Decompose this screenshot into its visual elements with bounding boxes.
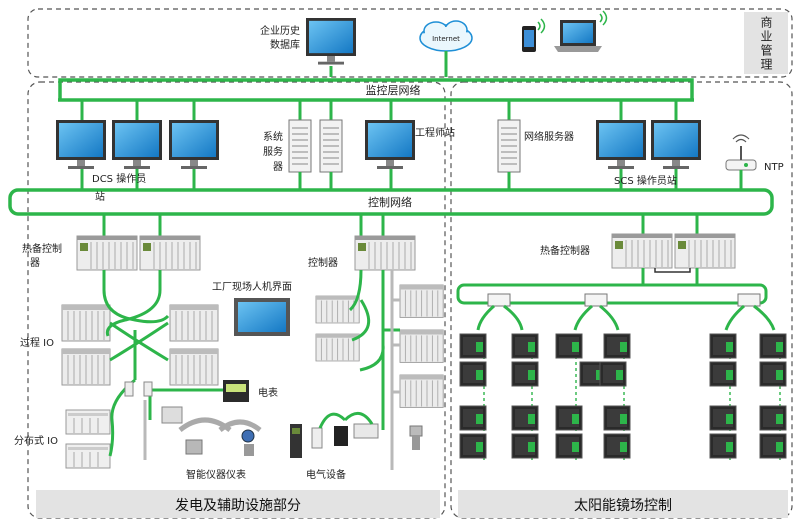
right-bottom-title: 太阳能镜场控制 — [574, 498, 672, 514]
heliostat-tracker — [709, 333, 737, 359]
supervisory-network-bus — [58, 78, 694, 102]
scs-operator-monitor-2 — [651, 120, 701, 169]
history-db-monitor — [306, 18, 356, 65]
heliostat-tracker — [555, 433, 583, 459]
left-field-links — [102, 269, 400, 457]
dcs-station-label-2: 站 — [95, 190, 105, 203]
dcs-operator-monitor-1 — [56, 120, 106, 169]
heliostat-tracker — [603, 433, 631, 459]
controller-label: 控制器 — [308, 256, 338, 269]
system-server-label-3: 器 — [273, 161, 283, 173]
left-field-gray-links — [143, 270, 400, 470]
heliostat-tracker — [459, 361, 487, 387]
controller-unit — [354, 235, 416, 271]
history-db-label-1: 企业历史 — [260, 24, 300, 37]
supervisory-network-label: 监控层网络 — [366, 83, 421, 97]
heliostat-tracker — [759, 361, 787, 387]
heliostat-tracker — [709, 361, 737, 387]
dcs-operator-monitor-2 — [112, 120, 162, 169]
right-bottom-bar — [458, 490, 788, 518]
system-server-label-2: 服务 — [263, 145, 283, 158]
heliostat-tracker — [511, 361, 539, 387]
heliostat-tracker — [759, 333, 787, 359]
network-server-label: 网络服务器 — [524, 130, 574, 143]
right-frame — [450, 81, 793, 519]
scs-operator-monitor-1 — [596, 120, 646, 169]
supervisory-drops — [80, 100, 678, 120]
solar-branch-links — [476, 304, 776, 331]
heliostat-tracker — [459, 405, 487, 431]
heliostat-tracker — [511, 333, 539, 359]
meter-icon — [223, 380, 249, 402]
heliostat-tracker — [709, 433, 737, 459]
heliostat-tracker — [603, 405, 631, 431]
process-io-racks — [61, 304, 219, 386]
heliostat-trackers — [459, 333, 787, 459]
ntp-router-icon — [725, 134, 757, 171]
distributed-io-modules — [65, 409, 111, 469]
heliostat-tracker — [555, 333, 583, 359]
business-frame — [27, 8, 793, 78]
laptop-icon — [554, 10, 608, 52]
internet-cloud-icon — [419, 20, 473, 52]
meter-label: 电表 — [258, 386, 278, 399]
engineering-station-monitor — [365, 120, 415, 169]
electrical-equipment-icons — [290, 423, 423, 458]
system-server-1 — [288, 119, 312, 173]
network-server — [497, 119, 521, 173]
left-bottom-bar — [36, 490, 440, 518]
heliostat-tracker — [459, 433, 487, 459]
heliostat-tracker — [511, 405, 539, 431]
internet-label: Internet — [432, 35, 460, 43]
smart-instruments-label: 智能仪器仪表 — [186, 468, 246, 481]
system-server-2 — [319, 119, 343, 173]
solar-ring-network — [456, 268, 768, 305]
heliostat-tracker — [599, 361, 627, 387]
system-server-label-1: 系统 — [263, 130, 283, 143]
control-drops — [80, 169, 743, 236]
distributed-io-label: 分布式 IO — [14, 434, 58, 447]
engineering-station-label: 工程师站 — [415, 126, 455, 139]
left-bottom-title: 发电及辅助设施部分 — [175, 498, 301, 514]
heliostat-tracker — [709, 405, 737, 431]
business-side-bar — [744, 12, 788, 74]
business-links — [329, 51, 448, 77]
smart-instrument-icons — [161, 406, 262, 456]
electrical-label: 电气设备 — [306, 468, 346, 481]
hotstandby-controller-2 — [139, 235, 201, 271]
heliostat-tracker — [511, 433, 539, 459]
solar-hotstandby-label: 热备控制器 — [540, 244, 590, 257]
dcs-operator-monitor-3 — [169, 120, 219, 169]
ntp-label: NTP — [764, 162, 784, 173]
solar-switches — [487, 293, 761, 307]
smartphone-icon — [522, 18, 546, 52]
small-switches-left — [124, 381, 153, 397]
hmi-label: 工厂现场人机界面 — [212, 280, 292, 293]
heliostat-tracker — [555, 405, 583, 431]
history-db-label-2: 数据库 — [270, 38, 300, 51]
hmi-panel — [234, 298, 290, 336]
heliostat-tracker — [759, 405, 787, 431]
hotstandby-label-1: 热备控制 — [22, 242, 62, 255]
dcs-station-label-1: DCS 操作员 — [92, 172, 146, 185]
heliostat-tracker — [459, 333, 487, 359]
scs-station-label: SCS 操作员站 — [614, 174, 677, 187]
solar-hotstandby-2 — [674, 233, 736, 269]
process-io-label: 过程 IO — [20, 336, 54, 349]
controller-io-racks — [315, 284, 444, 408]
heliostat-tracker — [603, 333, 631, 359]
control-network-label: 控制网络 — [368, 195, 412, 209]
business-management-label: 商业管理 — [759, 16, 773, 72]
hotstandby-label-2: 器 — [30, 257, 40, 269]
hotstandby-controller-1 — [76, 235, 138, 271]
solar-hotstandby-1 — [611, 233, 673, 269]
heliostat-tracker — [759, 433, 787, 459]
